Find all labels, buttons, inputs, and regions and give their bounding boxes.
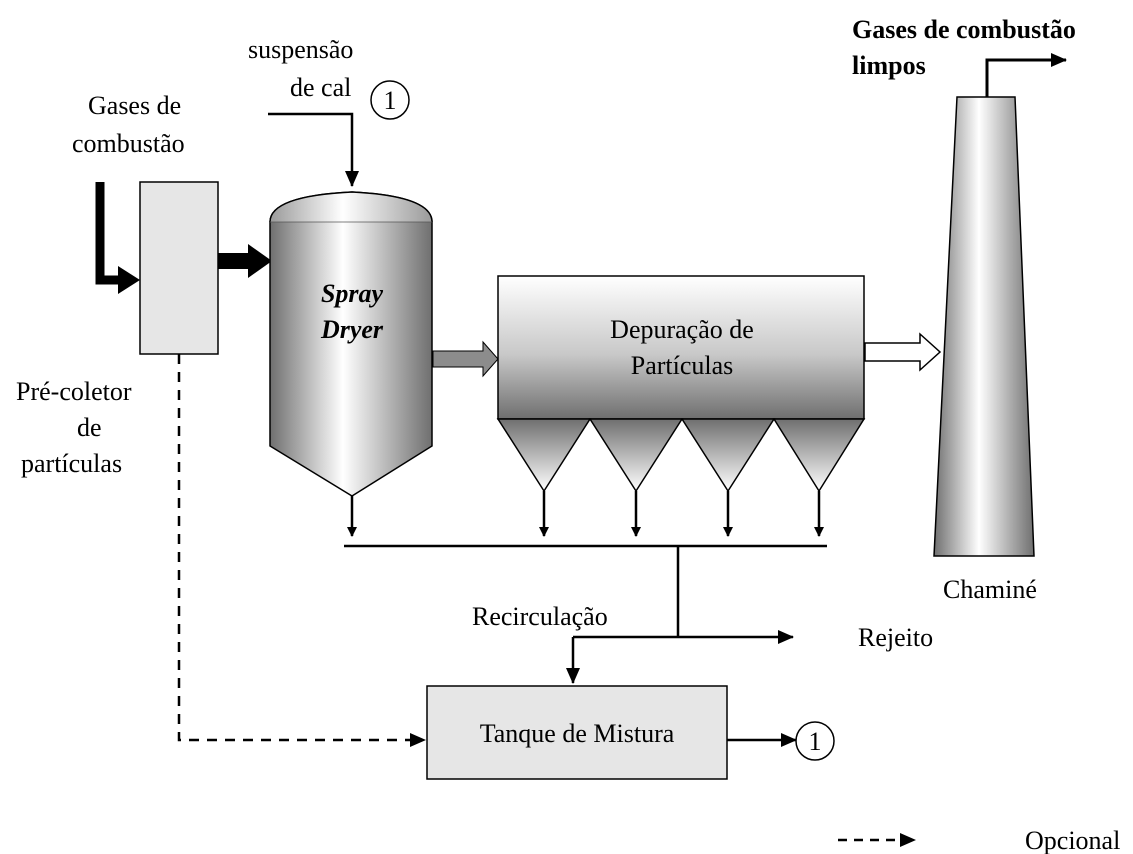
reject-label: Rejeito [858,623,933,652]
optional-dashed-line [177,354,410,742]
spray-dryer-label-2: Dryer [320,315,384,344]
particle-removal-outlet-arrow [864,332,942,372]
pre-collector-outlet-arrow [218,244,272,278]
lime-suspension-label-2: de cal [290,73,351,102]
stream-1-marker-bottom: 1 [795,721,835,761]
clean-gas-label-1: Gases de combustão [852,15,1076,44]
spray-dryer-vessel [269,191,433,497]
particle-removal-unit [496,275,866,493]
mixing-tank-box [426,685,728,780]
flue-gas-label-1: Gases de [88,91,181,120]
mixing-tank-label: Tanque de Mistura [480,719,675,748]
particle-removal-label-2: Partículas [631,351,734,380]
clean-gas-outlet-line [985,53,1067,97]
svg-text:1: 1 [809,727,822,756]
flue-gas-inlet-arrow [95,182,140,294]
spray-dryer-outlet-arrow [432,340,499,378]
recirculation-label: Recirculação [472,602,608,631]
stream-1-marker-top: 1 [370,80,410,120]
optional-dashed-arrowhead [410,733,426,747]
solids-collection-lines [344,491,827,684]
spray-dryer-label-1: Spray [321,279,384,308]
chimney-label: Chaminé [943,575,1037,604]
clean-gas-label-2: limpos [852,51,926,80]
pre-collector-box [139,181,219,355]
chimney [933,96,1035,557]
legend-optional: Opcional [838,826,1120,854]
flue-gas-label-2: combustão [72,129,185,158]
pre-collector-label-3: partículas [21,449,122,478]
lime-suspension-line [268,112,359,187]
pre-collector-label-1: Pré-coletor [16,377,132,406]
legend-optional-label: Opcional [1025,826,1120,854]
pre-collector-label-2: de [77,413,102,442]
particle-removal-label-1: Depuração de [610,315,754,344]
svg-text:1: 1 [384,86,397,115]
lime-suspension-label-1: suspensão [248,35,353,64]
